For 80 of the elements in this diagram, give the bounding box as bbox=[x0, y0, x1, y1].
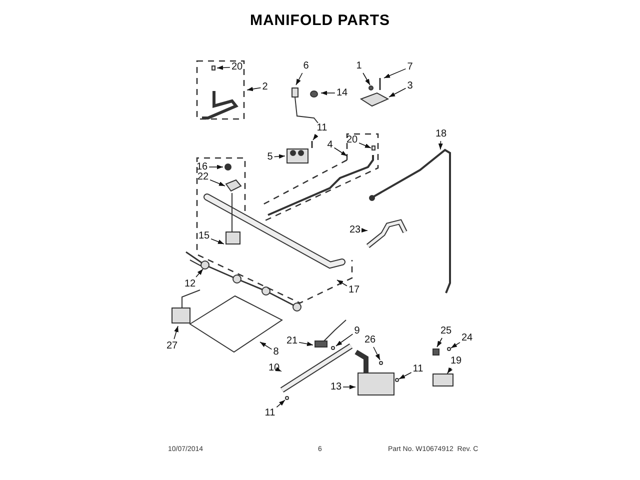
callout-number: 7 bbox=[407, 62, 413, 72]
screw-drawing bbox=[285, 396, 289, 400]
gas-tube-drawing bbox=[369, 148, 451, 294]
leader-line bbox=[438, 140, 443, 150]
leader-line bbox=[216, 65, 230, 70]
leader-line bbox=[174, 326, 178, 340]
callout-number: 9 bbox=[354, 326, 360, 336]
callout-number: 5 bbox=[267, 152, 273, 162]
bracket-drawing bbox=[172, 290, 200, 324]
callout-number: 3 bbox=[407, 80, 413, 92]
leader-line bbox=[312, 134, 318, 140]
leader-line bbox=[398, 372, 412, 380]
valve-drawing bbox=[354, 350, 394, 396]
burner-tube-drawing bbox=[280, 343, 353, 393]
leader-line bbox=[196, 268, 204, 278]
callout-number: 20 bbox=[346, 134, 358, 146]
screw-drawing bbox=[395, 378, 399, 382]
igniter-harness-drawing bbox=[186, 251, 302, 312]
leader-line bbox=[296, 72, 303, 86]
bracket-drawing bbox=[225, 179, 242, 192]
leader-line bbox=[275, 366, 282, 372]
leader-line bbox=[388, 88, 406, 98]
leader-line bbox=[384, 68, 406, 78]
screw-drawing bbox=[224, 164, 232, 170]
title: MANIFOLD PARTS bbox=[248, 12, 392, 29]
leader-line bbox=[260, 342, 272, 350]
leader-line bbox=[320, 90, 336, 96]
callout-number: 11 bbox=[412, 364, 424, 374]
callout-number: 4 bbox=[327, 140, 333, 150]
leader-line bbox=[210, 238, 224, 244]
callout-number: 17 bbox=[348, 284, 360, 296]
callout-number: 1 bbox=[356, 60, 362, 72]
callout-number: 16 bbox=[196, 162, 208, 172]
callout-number: 25 bbox=[440, 326, 452, 336]
leader-line bbox=[298, 342, 314, 346]
callout-number: 24 bbox=[461, 332, 473, 344]
clip-drawing bbox=[368, 86, 374, 90]
callout-number: 23 bbox=[349, 224, 361, 236]
leader-line bbox=[246, 86, 262, 92]
leader-line bbox=[358, 142, 372, 148]
leader-line bbox=[208, 164, 224, 170]
callout-number: 11 bbox=[316, 122, 328, 134]
callout-number: 2 bbox=[262, 82, 268, 92]
leader-line bbox=[373, 346, 380, 360]
assembly-outline bbox=[261, 133, 379, 223]
assembly-outline bbox=[196, 60, 245, 120]
leader-line bbox=[436, 338, 442, 348]
callout-number: 21 bbox=[286, 336, 298, 346]
regulator-drawing bbox=[432, 374, 454, 386]
clip-drawing bbox=[432, 348, 440, 356]
valve-drawing bbox=[226, 192, 240, 244]
leader-line bbox=[362, 72, 370, 86]
leader-line bbox=[334, 147, 348, 156]
callout-number: 26 bbox=[364, 334, 376, 346]
callout-number: 6 bbox=[303, 60, 309, 72]
screw-drawing bbox=[447, 347, 451, 351]
callout-number: 18 bbox=[435, 128, 447, 140]
callout-number: 8 bbox=[273, 346, 279, 358]
sensor-drawing bbox=[292, 88, 318, 124]
callout-number: 12 bbox=[184, 278, 196, 290]
callout-number: 15 bbox=[198, 230, 210, 242]
callout-number: 13 bbox=[330, 382, 342, 392]
leader-line bbox=[450, 342, 460, 348]
sensor-drawing bbox=[314, 320, 346, 348]
leader-line bbox=[336, 280, 348, 286]
leader-line bbox=[210, 179, 226, 186]
callout-number: 22 bbox=[197, 172, 209, 182]
panel-drawing bbox=[189, 295, 283, 353]
callout-number: 11 bbox=[264, 408, 276, 418]
leader-line bbox=[276, 400, 286, 408]
leader-line bbox=[342, 384, 356, 390]
bracket-drawing bbox=[360, 92, 390, 107]
leader-line bbox=[446, 367, 453, 374]
leader-line bbox=[361, 228, 368, 233]
callout-number: 20 bbox=[231, 62, 243, 72]
leader-line bbox=[336, 334, 354, 346]
callout-number: 14 bbox=[336, 88, 348, 98]
leader-line bbox=[274, 154, 286, 159]
callout-number: 27 bbox=[166, 340, 178, 352]
callout-number: 19 bbox=[450, 356, 462, 366]
